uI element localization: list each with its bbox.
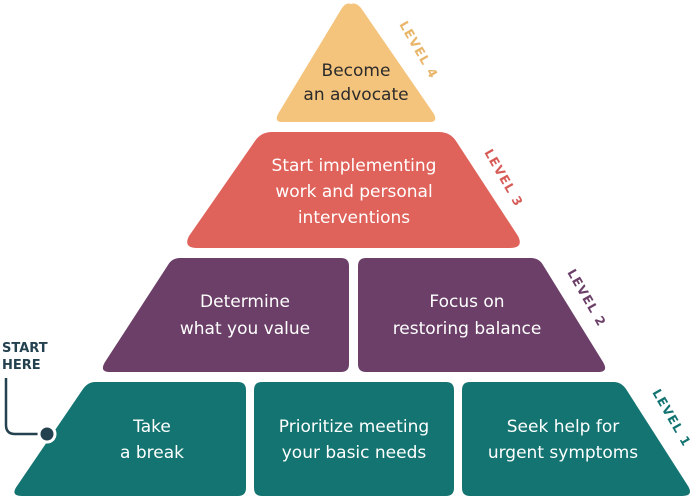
level-2-block-2-text-line-1: Focus on [429, 292, 504, 312]
level-2-block-restoring-balance [358, 258, 606, 372]
start-here-connector-line [4, 378, 42, 436]
level-1-block-basic-needs [254, 382, 454, 496]
level-4-block-text-line-1: Become [322, 61, 391, 81]
level-1-block-1-text-line-1: Take [132, 417, 171, 437]
level-2-block-2-text-line-2: restoring balance [393, 319, 542, 339]
start-here-label-line-1: START [2, 341, 48, 356]
level-3-block-text-line-2: work and personal [275, 182, 432, 202]
level-1-block-2-text-line-2: your basic needs [282, 443, 427, 463]
level-1-block-1-text-line-2: a break [120, 443, 184, 463]
level-1-block-3-text-line-2: urgent symptoms [488, 443, 638, 463]
start-here-label-line-2: HERE [2, 358, 41, 373]
level-1-block-3-text-line-1: Seek help for [507, 417, 619, 437]
level-3-block-text-line-1: Start implementing [272, 156, 437, 176]
level-2-block-1-text-line-2: what you value [180, 319, 310, 339]
level-3-block-text-line-3: interventions [298, 208, 410, 228]
level-2-block-determine-value [102, 258, 349, 372]
level-3-block-start-implementing [187, 132, 520, 248]
level-1-block-urgent-symptoms [462, 382, 690, 496]
level-1-block-take-break [14, 382, 247, 496]
start-here-marker-dot [37, 424, 57, 444]
level-2-block-1-text-line-1: Determine [200, 292, 290, 312]
level-4-block-text-line-2: an advocate [303, 85, 408, 105]
level-1-block-2-text-line-1: Prioritize meeting [279, 417, 429, 437]
level-4-block-become-advocate [276, 3, 436, 122]
